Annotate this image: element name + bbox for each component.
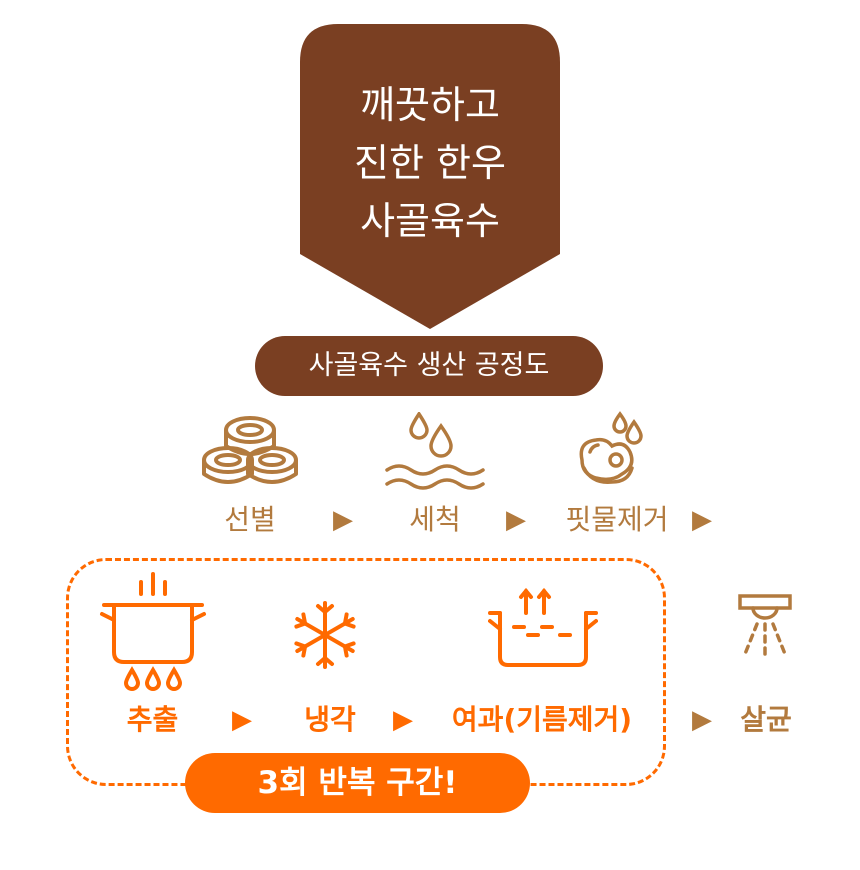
process-chart-subtitle: 사골육수 생산 공정도	[255, 336, 603, 396]
title-line-1: 깨끗하고	[360, 83, 500, 127]
title-line-3: 사골육수	[360, 199, 500, 243]
arrow-icon: ▶	[692, 505, 712, 535]
arrow-icon: ▶	[692, 705, 712, 735]
strainer-pot-icon	[488, 585, 598, 670]
step-label-extraction: 추출	[126, 703, 179, 736]
step-label-sort: 선별	[224, 503, 276, 536]
arrow-icon: ▶	[393, 705, 413, 735]
step-label-cooling: 냉각	[304, 703, 356, 736]
title-line-2: 진한 한우	[354, 141, 506, 185]
arrow-icon: ▶	[232, 705, 252, 735]
snowflake-icon	[290, 600, 360, 670]
sterilizer-spray-icon	[735, 592, 795, 662]
bone-stack-icon	[200, 410, 300, 490]
step-label-sterilization: 살균	[740, 703, 792, 736]
step-label-wash: 세척	[409, 503, 461, 536]
boiling-pot-icon	[98, 570, 208, 695]
step-label-blood-removal: 핏물제거	[565, 503, 669, 536]
arrow-icon: ▶	[506, 505, 526, 535]
repeat-badge: 3회 반복 구간!	[185, 753, 530, 813]
meat-drops-icon	[572, 410, 652, 490]
arrow-icon: ▶	[333, 505, 353, 535]
title-text: 깨끗하고 진한 한우 사골육수	[300, 76, 560, 250]
title-badge: 깨끗하고 진한 한우 사골육수	[300, 24, 560, 329]
step-label-filtration: 여과(기름제거)	[451, 703, 633, 736]
water-drops-waves-icon	[385, 410, 485, 492]
